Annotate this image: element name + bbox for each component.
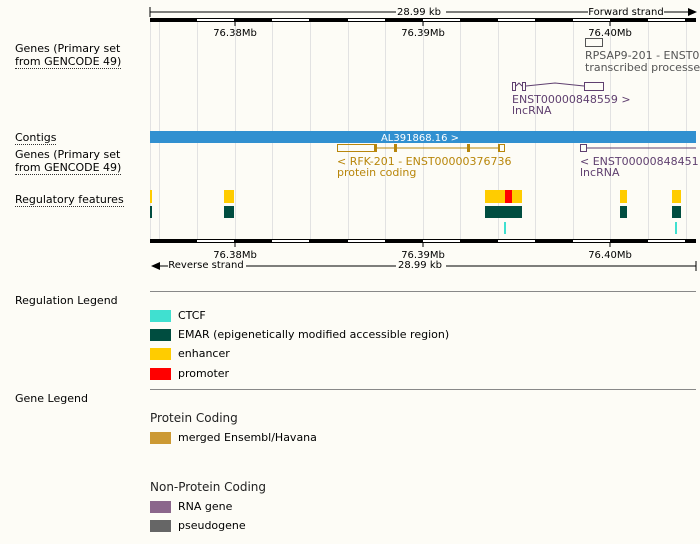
legend-label: promoter [178,367,230,380]
legend-label: CTCF [178,309,206,322]
legend-swatch [150,501,171,513]
legend-swatch [150,520,171,532]
ruler-tick-label: 76.40Mb [588,250,632,261]
gene-biotype: lncRNA [580,166,620,179]
gene-biotype: protein coding [337,166,416,179]
track-label-genes-forward[interactable]: Genes (Primary set from GENCODE 49) [15,42,122,69]
legend-swatch [150,368,171,380]
ruler-top [150,18,696,26]
track-label-contigs[interactable]: Contigs [15,131,57,145]
contig-label: AL391868.16 > [381,133,459,144]
divider [150,389,696,390]
protein-coding-title: Protein Coding [150,411,238,425]
gene-label: < RFK-201 - ENST00000376736 [337,155,512,168]
track-label-line: from GENCODE 49) [15,161,122,175]
track-label-line: Genes (Primary set [15,42,121,55]
ruler-tick-label: 76.40Mb [588,28,632,39]
length-scale-top [149,7,697,17]
track-label-regulatory[interactable]: Regulatory features [15,193,124,207]
track-label-text: Regulatory features [15,193,124,207]
legend-label: EMAR (epigenetically modified accessible… [178,328,450,341]
length-label-bottom: 28.99 kb [398,260,442,271]
track-label-genes-reverse[interactable]: Genes (Primary set from GENCODE 49) [15,148,122,175]
reverse-strand-label: Reverse strand [168,260,243,271]
legend-swatch [150,329,171,341]
forward-strand-label: Forward strand [588,7,663,18]
regulatory-features[interactable] [150,190,681,234]
gene-label: ENST00000848559 > [512,93,631,106]
gene-rpsap9[interactable]: RPSAP9-201 - ENST00 transcribed processe… [585,38,700,75]
legend-swatch [150,310,171,322]
length-label-top: 28.99 kb [397,7,441,18]
non-protein-coding-title: Non-Protein Coding [150,480,267,494]
contig-bar[interactable]: AL391868.16 > [150,131,696,144]
ruler-tick-label: 76.38Mb [213,28,257,39]
length-scale-bottom [151,261,697,271]
legend-label: RNA gene [178,500,233,513]
legend-label: enhancer [178,347,230,360]
gene-rfk[interactable]: < RFK-201 - ENST00000376736 protein codi… [337,144,512,179]
grid-lines [150,20,687,240]
regulation-legend-title: Regulation Legend [15,294,118,307]
gene-enst848451[interactable]: < ENST00000848451 lncRNA [580,144,699,180]
legend-label: merged Ensembl/Havana [178,431,317,444]
legend-swatch [150,348,171,360]
genome-view[interactable]: 28.99 kb Forward strand 76.38Mb 76.39Mb … [0,0,700,275]
legend-label: pseudogene [178,519,246,532]
gene-enst848559[interactable]: ENST00000848559 > lncRNA [512,82,631,118]
ruler-tick-label: 76.39Mb [401,28,445,39]
gene-label: < ENST00000848451 [580,155,699,168]
divider [150,291,696,292]
gene-biotype: transcribed processed [585,61,700,74]
legend-swatch [150,432,171,444]
track-label-line: Genes (Primary set [15,148,121,161]
gene-biotype: lncRNA [512,104,552,117]
ruler-tick-label: 76.39Mb [401,250,445,261]
ruler-tick-label: 76.38Mb [213,250,257,261]
track-label-text: Contigs [15,131,57,145]
ruler-bottom [150,239,696,247]
gene-legend-title: Gene Legend [15,392,88,405]
gene-label: RPSAP9-201 - ENST00 [585,49,700,62]
track-label-line: from GENCODE 49) [15,55,122,69]
